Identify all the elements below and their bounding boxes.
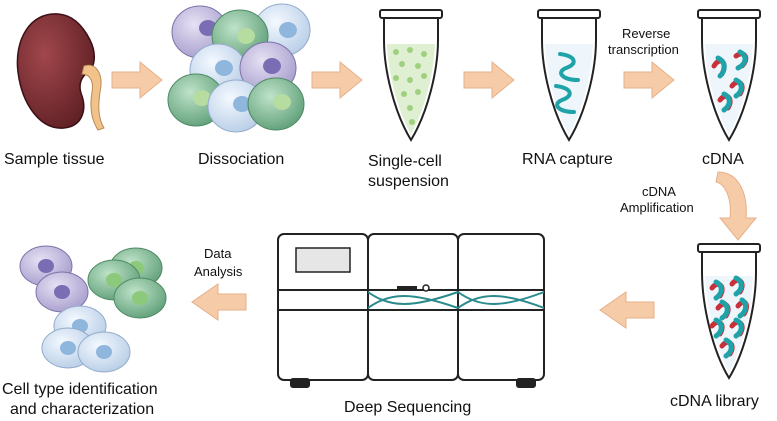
- deep-sequencing-label: Deep Sequencing: [344, 399, 472, 416]
- rna-capture-label: RNA capture: [522, 151, 613, 168]
- arrow-suspension-to-capture: [463, 60, 515, 100]
- characterization-label: and characterization: [10, 401, 155, 418]
- cdna-amp-label: cDNA: [642, 184, 676, 199]
- arrow-capture-to-cdna: [623, 60, 675, 100]
- identified-cells-icon: [19, 245, 167, 373]
- cdna-label: cDNA: [702, 151, 744, 168]
- arrow-dissociation-to-suspension: [311, 60, 363, 100]
- single-cell-label: Single-cell: [368, 153, 442, 170]
- arrow-sequencer-to-analysis: [191, 283, 247, 321]
- data-label: Data: [204, 246, 232, 261]
- analysis-label: Analysis: [194, 264, 243, 279]
- dissociation-label: Dissociation: [198, 151, 285, 168]
- kidney-icon: [16, 13, 105, 131]
- rna-capture-tube-icon: [537, 9, 601, 142]
- cdna-library-label: cDNA library: [670, 393, 759, 410]
- suspension-tube-icon: [379, 9, 443, 142]
- sequencer-machine-icon: [277, 233, 545, 388]
- sample-tissue-label: Sample tissue: [4, 151, 105, 168]
- arrow-tissue-to-dissociation: [111, 60, 163, 100]
- cdna-library-tube-icon: [697, 243, 761, 380]
- dissociated-cells-icon: [167, 3, 311, 133]
- amplification-label: Amplification: [620, 200, 694, 215]
- cdna-tube-icon: [697, 9, 761, 142]
- cell-type-label: Cell type identification: [2, 381, 158, 398]
- suspension-label: suspension: [368, 173, 449, 190]
- transcription-label: transcription: [608, 42, 679, 57]
- arrow-library-to-sequencer: [599, 291, 655, 329]
- reverse-label: Reverse: [622, 26, 671, 41]
- arrow-cdna-to-library: [715, 171, 758, 241]
